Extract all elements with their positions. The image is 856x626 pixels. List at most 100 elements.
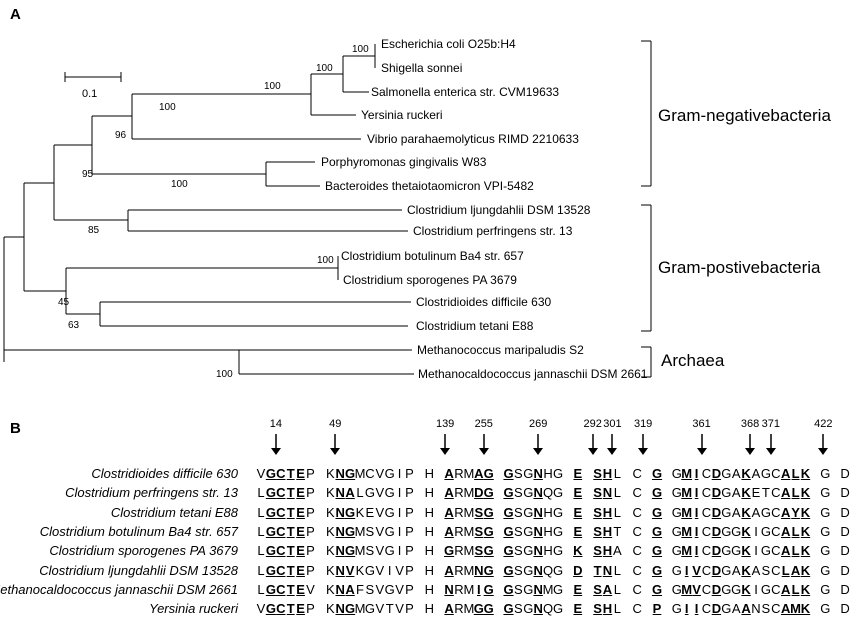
residue: G: [671, 562, 682, 578]
residue: H: [543, 543, 553, 559]
residue: G: [760, 581, 771, 597]
group-label-gram-negative: Gram-negativebacteria: [658, 106, 831, 125]
residue: G: [820, 601, 831, 617]
residue: G: [552, 485, 564, 501]
residue: E: [296, 543, 305, 559]
residue: N: [533, 504, 543, 520]
residue: P: [306, 543, 315, 559]
residue: A: [444, 562, 454, 578]
residue: G: [721, 543, 732, 559]
residue: G: [265, 523, 276, 539]
residue: G: [651, 504, 663, 520]
residue: A: [780, 581, 791, 597]
residue: M: [681, 466, 693, 481]
residue: T: [286, 562, 295, 578]
residue: E: [296, 562, 305, 578]
residue: L: [257, 485, 265, 501]
residue: M: [681, 485, 693, 501]
residue: G: [721, 562, 732, 578]
residue: G: [671, 543, 682, 559]
residue: A: [345, 581, 355, 597]
residue: G: [503, 562, 514, 578]
residue: D: [840, 523, 850, 539]
residue: G: [523, 504, 534, 520]
residue: P: [405, 466, 414, 481]
residue: C: [276, 504, 286, 520]
residue: C: [771, 485, 781, 501]
residue: H: [424, 601, 434, 617]
residue: I: [397, 504, 402, 520]
residue: K: [800, 466, 811, 481]
residue: H: [424, 581, 434, 597]
residue: D: [840, 581, 850, 597]
residue: C: [276, 485, 286, 501]
residue: T: [286, 543, 295, 559]
residue: T: [593, 562, 602, 578]
residue: H: [424, 485, 434, 501]
residue: G: [651, 581, 663, 597]
residue: A: [790, 562, 801, 578]
residue: C: [701, 504, 712, 520]
residue: K: [800, 523, 811, 539]
residue: D: [711, 543, 722, 559]
residue: Q: [543, 562, 554, 578]
residue: K: [800, 601, 811, 617]
residue: T: [286, 466, 295, 481]
residue: V: [256, 601, 266, 617]
residue: D: [711, 523, 722, 539]
residue: V: [395, 562, 404, 578]
residue: C: [632, 466, 642, 481]
residue: D: [711, 601, 722, 617]
residue: G: [651, 543, 663, 559]
residue: K: [800, 485, 811, 501]
residue: D: [711, 504, 722, 520]
residue: N: [335, 562, 345, 578]
residue: D: [840, 562, 850, 578]
residue: E: [573, 581, 583, 597]
residue: N: [335, 523, 345, 539]
residue: E: [296, 581, 305, 597]
group-label-gram-positive: Gram-postivebacteria: [658, 258, 821, 277]
residue: I: [397, 466, 402, 481]
residue: T: [286, 523, 295, 539]
residue: L: [613, 504, 621, 520]
residue: M: [542, 581, 554, 597]
residue: I: [387, 562, 392, 578]
residue: G: [671, 485, 682, 501]
residue: G: [671, 466, 682, 481]
residue: G: [651, 523, 663, 539]
residue: G: [523, 562, 534, 578]
residue: C: [771, 523, 781, 539]
residue: L: [257, 581, 265, 597]
residue: A: [444, 466, 454, 481]
residue: V: [256, 466, 266, 481]
residue: G: [820, 543, 831, 559]
residue: S: [474, 523, 484, 539]
residue: G: [483, 601, 494, 617]
residue: C: [701, 485, 712, 501]
bootstrap-value: 63: [68, 320, 80, 331]
residue: D: [840, 485, 850, 501]
residue: M: [463, 485, 475, 501]
residue: L: [791, 466, 800, 481]
panel-a-label: A: [10, 6, 21, 23]
residue: G: [731, 581, 742, 597]
residue: D: [711, 485, 722, 501]
residue: S: [474, 543, 484, 559]
residue: S: [514, 601, 523, 617]
residue: A: [780, 601, 791, 617]
residue: G: [483, 504, 494, 520]
residue: G: [721, 485, 732, 501]
residue: C: [632, 601, 642, 617]
position-label: 269: [529, 418, 548, 430]
residue: S: [514, 543, 523, 559]
species-name: Clostridium tetani E88: [110, 504, 238, 520]
residue: G: [345, 601, 356, 617]
residue: N: [335, 466, 345, 481]
residue: R: [454, 504, 464, 520]
residue: P: [405, 581, 414, 597]
position-arrow: [607, 434, 618, 455]
position-label: 14: [269, 418, 282, 430]
taxon-label: Clostridium ljungdahlii DSM 13528: [407, 203, 591, 217]
residue: N: [602, 562, 613, 578]
